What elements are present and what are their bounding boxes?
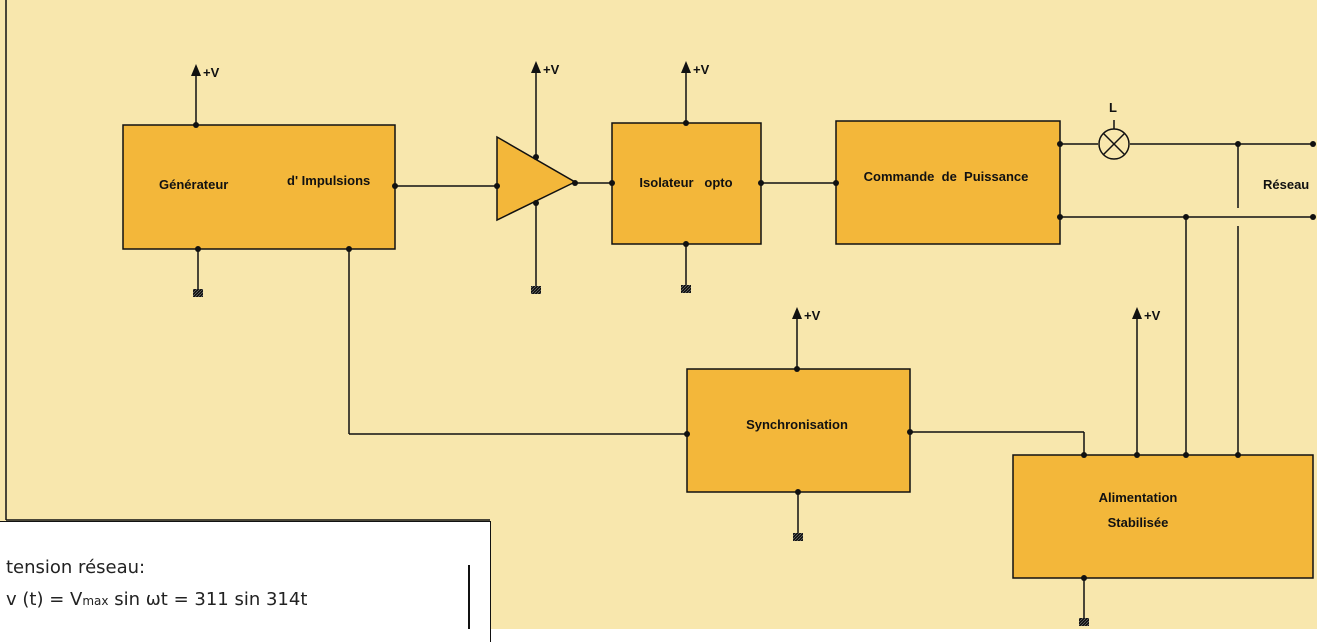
wiring: [195, 72, 1313, 620]
supply-label: +V: [804, 308, 821, 323]
commande-puissance-block: [835, 120, 1061, 245]
formula-lhs: v (t) = V: [6, 589, 83, 610]
alimentation-label: Alimentation: [1099, 490, 1178, 505]
supply-label: +V: [1144, 308, 1161, 323]
formula-subscript: max: [82, 594, 109, 608]
supply-label: +V: [203, 65, 220, 80]
supply-arrow-icons: [191, 61, 1142, 319]
formula-equation: v (t) = Vmax sin ωt = 311 sin 314t: [6, 589, 307, 610]
ground-icons: [193, 285, 1089, 626]
formula-box: tension réseau: v (t) = Vmax sin ωt = 31…: [0, 521, 491, 642]
generateur-label: Générateur: [159, 177, 228, 192]
generateur-impulsions-block: [122, 124, 396, 250]
impulsions-label: d' Impulsions: [287, 173, 370, 188]
reseau-label: Réseau: [1263, 177, 1309, 192]
block-diagram: +V +V +V +V +V L Réseau Générateur d' Im…: [5, 0, 1316, 626]
isolateur-label: Isolateur opto: [639, 175, 732, 190]
supply-label: +V: [693, 62, 710, 77]
formula-title: tension réseau:: [6, 557, 146, 578]
frame-lines: [5, 0, 490, 521]
formula-rhs: sin ωt = 311 sin 314t: [108, 589, 308, 610]
commande-label: Commande de Puissance: [864, 169, 1029, 184]
lamp-icon: [1098, 128, 1130, 160]
lamp-label: L: [1109, 100, 1117, 115]
formula-divider: [468, 565, 470, 629]
supply-label: +V: [543, 62, 560, 77]
synchronisation-label: Synchronisation: [746, 417, 848, 432]
junction-dots: [193, 120, 1316, 581]
alimentation-stabilisee-block: [1012, 454, 1314, 579]
stabilisee-label: Stabilisée: [1108, 515, 1169, 530]
